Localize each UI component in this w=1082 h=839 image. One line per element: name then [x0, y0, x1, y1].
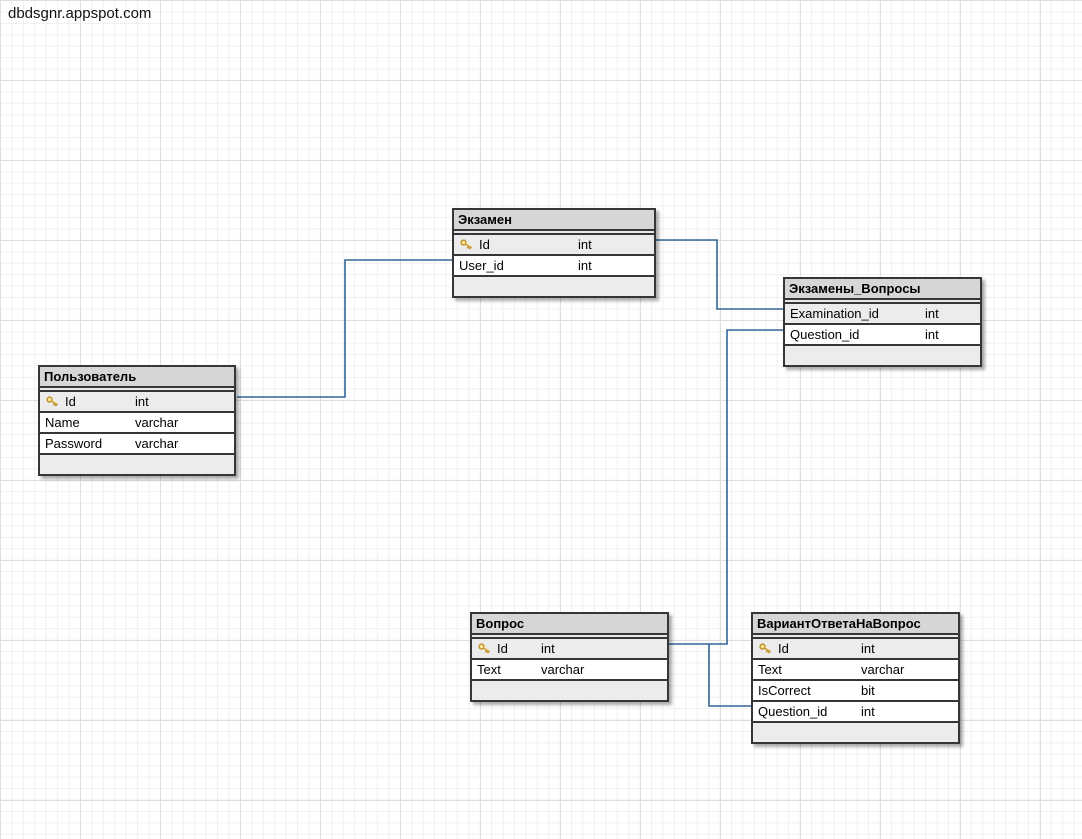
table-vopros[interactable]: Вопрос Id int Text varchar [470, 612, 669, 702]
table-ekzamen[interactable]: Экзамен Id int User_id int [452, 208, 656, 298]
primary-key-icon [459, 238, 474, 251]
field-name: Text [477, 662, 501, 677]
field-row[interactable]: Id int [753, 637, 958, 658]
field-row[interactable]: Name varchar [40, 411, 234, 432]
field-type: bit [861, 683, 875, 698]
relation-vopros-ekzameny-voprosy[interactable] [669, 329, 783, 645]
field-name: Question_id [758, 704, 828, 719]
relation-vopros-variant-otveta[interactable] [708, 644, 751, 707]
field-row[interactable]: Password varchar [40, 432, 234, 453]
table-polzovatel[interactable]: Пользователь Id int Name varchar Passwor… [38, 365, 236, 476]
table-variant-otveta[interactable]: ВариантОтветаНаВопрос Id int Text varcha… [751, 612, 960, 744]
relation-polzovatel-ekzamen[interactable] [237, 259, 452, 398]
field-type: varchar [861, 662, 905, 677]
field-type: int [861, 641, 875, 656]
field-row[interactable]: Question_id int [785, 323, 980, 344]
new-field-row[interactable] [454, 275, 654, 296]
field-type: varchar [135, 415, 179, 430]
field-type: int [541, 641, 555, 656]
new-field-row[interactable] [40, 453, 234, 474]
field-row[interactable]: Id int [454, 233, 654, 254]
relation-ekzamen-ekzameny-voprosy[interactable] [656, 239, 783, 310]
header-divider [454, 231, 654, 233]
field-row[interactable]: Text varchar [753, 658, 958, 679]
header-divider [40, 388, 234, 390]
field-row[interactable]: IsCorrect bit [753, 679, 958, 700]
field-name: User_id [459, 258, 504, 273]
field-name: Question_id [790, 327, 860, 342]
field-name: Id [778, 641, 789, 656]
primary-key-icon [45, 395, 60, 408]
header-divider [753, 635, 958, 637]
primary-key-icon [758, 642, 773, 655]
field-type: int [578, 258, 592, 273]
table-title[interactable]: Экзамен [454, 210, 654, 231]
header-divider [472, 635, 667, 637]
field-name: Id [479, 237, 490, 252]
field-name: Examination_id [790, 306, 879, 321]
field-name: Id [65, 394, 76, 409]
table-ekzameny-voprosy[interactable]: Экзамены_Вопросы Examination_id int Ques… [783, 277, 982, 367]
field-type: varchar [135, 436, 179, 451]
field-row[interactable]: Id int [472, 637, 667, 658]
field-name: Name [45, 415, 80, 430]
field-type: varchar [541, 662, 585, 677]
table-title[interactable]: ВариантОтветаНаВопрос [753, 614, 958, 635]
field-type: int [578, 237, 592, 252]
field-type: int [135, 394, 149, 409]
page-title: dbdsgnr.appspot.com [8, 5, 152, 22]
field-type: int [925, 306, 939, 321]
new-field-row[interactable] [753, 721, 958, 742]
field-row[interactable]: User_id int [454, 254, 654, 275]
primary-key-icon [477, 642, 492, 655]
field-name: IsCorrect [758, 683, 811, 698]
field-type: int [861, 704, 875, 719]
field-name: Id [497, 641, 508, 656]
field-row[interactable]: Examination_id int [785, 302, 980, 323]
field-name: Text [758, 662, 782, 677]
table-title[interactable]: Вопрос [472, 614, 667, 635]
field-name: Password [45, 436, 103, 451]
field-type: int [925, 327, 939, 342]
new-field-row[interactable] [785, 344, 980, 365]
field-row[interactable]: Text varchar [472, 658, 667, 679]
field-row[interactable]: Question_id int [753, 700, 958, 721]
table-title[interactable]: Пользователь [40, 367, 234, 388]
field-row[interactable]: Id int [40, 390, 234, 411]
new-field-row[interactable] [472, 679, 667, 700]
header-divider [785, 300, 980, 302]
table-title[interactable]: Экзамены_Вопросы [785, 279, 980, 300]
